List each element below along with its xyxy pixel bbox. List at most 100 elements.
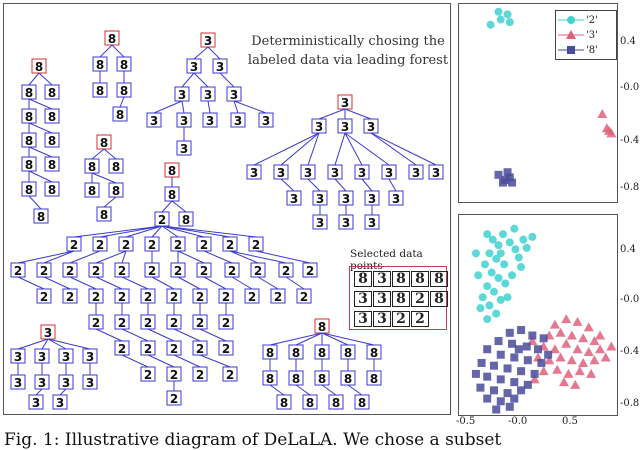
- forest-node: 2: [192, 340, 208, 356]
- forest-node: 2: [250, 262, 266, 278]
- scatter-point: [494, 170, 503, 179]
- forest-node: 3: [10, 374, 26, 390]
- scatter-point: [537, 358, 546, 367]
- scatter-point: [595, 330, 606, 340]
- selected-digit: 3: [373, 271, 391, 287]
- forest-node: 8: [314, 344, 330, 360]
- forest-edge: [161, 225, 205, 238]
- svg-text:2: 2: [196, 290, 204, 304]
- forest-node: 3: [300, 164, 316, 180]
- forest-edge: [334, 132, 346, 166]
- svg-text:8: 8: [292, 346, 300, 360]
- scatter-point: [496, 249, 505, 258]
- selected-digit: 8: [430, 291, 448, 307]
- forest-root-node: 3: [337, 94, 353, 110]
- forest-node: 2: [140, 288, 156, 304]
- svg-text:3: 3: [367, 120, 375, 134]
- svg-text:2: 2: [66, 290, 74, 304]
- scatter-point: [496, 15, 505, 24]
- legend-item-3: '3': [558, 28, 598, 42]
- forest-node: 3: [174, 86, 190, 102]
- scatter-point: [552, 364, 563, 374]
- forest-node: 2: [218, 288, 234, 304]
- scatter-point: [476, 304, 485, 313]
- forest-edge: [99, 225, 163, 238]
- forest-node: 2: [248, 236, 264, 252]
- scatter-point: [597, 109, 608, 118]
- svg-text:3: 3: [385, 166, 393, 180]
- svg-text:2: 2: [174, 238, 182, 252]
- forest-edge: [177, 250, 205, 264]
- forest-edge: [318, 108, 346, 120]
- forest-node: 2: [88, 262, 104, 278]
- forest-node: 3: [311, 118, 327, 134]
- svg-text:2: 2: [144, 290, 152, 304]
- forest-edge: [181, 72, 195, 88]
- scatter-point: [508, 339, 517, 348]
- forest-node: 2: [36, 262, 52, 278]
- forest-node: 3: [327, 164, 343, 180]
- forest-node: 2: [118, 236, 134, 252]
- forest-edge: [199, 328, 227, 342]
- scatter-point: [529, 374, 540, 384]
- forest-node: 2: [66, 236, 82, 252]
- svg-text:3: 3: [206, 114, 214, 128]
- forest-node: 3: [388, 190, 404, 206]
- svg-text:3: 3: [358, 166, 366, 180]
- forest-edge: [121, 250, 127, 264]
- forest-edge: [151, 225, 163, 238]
- forest-node: 2: [114, 314, 130, 330]
- svg-text:3: 3: [262, 114, 270, 128]
- svg-text:2: 2: [170, 342, 178, 356]
- svg-text:2: 2: [40, 290, 48, 304]
- scatter-point: [494, 274, 503, 283]
- svg-text:8: 8: [168, 188, 176, 202]
- forest-node: 3: [258, 112, 274, 128]
- svg-text:2: 2: [226, 368, 234, 382]
- scatter-point: [503, 364, 512, 373]
- scatter-point: [534, 345, 542, 354]
- bottom-ytick-label: 0.4: [620, 244, 636, 255]
- forest-edge: [344, 108, 372, 120]
- forest-root-node: 3: [40, 324, 56, 340]
- forest-edge: [233, 100, 239, 114]
- svg-text:8: 8: [25, 134, 33, 148]
- scatter-point: [601, 123, 612, 133]
- svg-text:3: 3: [86, 376, 94, 390]
- forest-edge: [257, 276, 279, 290]
- svg-text:2: 2: [170, 290, 178, 304]
- forest-node: 3: [338, 214, 354, 230]
- svg-text:8: 8: [25, 86, 33, 100]
- svg-text:2: 2: [158, 213, 166, 227]
- forest-node: 2: [196, 236, 212, 252]
- svg-text:2: 2: [40, 264, 48, 278]
- scatter-point: [544, 355, 555, 365]
- forest-edge: [59, 388, 67, 396]
- forest-node: 3: [312, 214, 328, 230]
- xtick-label: -0.5: [456, 416, 476, 427]
- forest-node: 3: [338, 190, 354, 206]
- svg-text:8: 8: [168, 164, 176, 178]
- forest-node: 2: [222, 236, 238, 252]
- scatter-point: [487, 268, 496, 277]
- forest-edge: [17, 338, 49, 350]
- forest-node: 3: [381, 164, 397, 180]
- scatter-point: [517, 326, 526, 335]
- forest-node: 8: [21, 156, 37, 172]
- forest-node: 8: [314, 370, 330, 386]
- scatter-point: [523, 356, 532, 365]
- forest-edge: [334, 178, 347, 192]
- scatter-point: [500, 260, 509, 269]
- forest-node: 3: [186, 58, 202, 74]
- forest-node: 8: [21, 132, 37, 148]
- svg-text:2: 2: [248, 290, 256, 304]
- svg-text:2: 2: [222, 316, 230, 330]
- svg-text:2: 2: [144, 316, 152, 330]
- scatter-point: [514, 253, 523, 262]
- scatter-point: [578, 357, 589, 367]
- forest-node: 3: [176, 112, 192, 128]
- svg-text:8: 8: [370, 346, 378, 360]
- forest-node: 2: [244, 288, 260, 304]
- forest-node: 8: [44, 156, 60, 172]
- scatter-point: [485, 249, 494, 258]
